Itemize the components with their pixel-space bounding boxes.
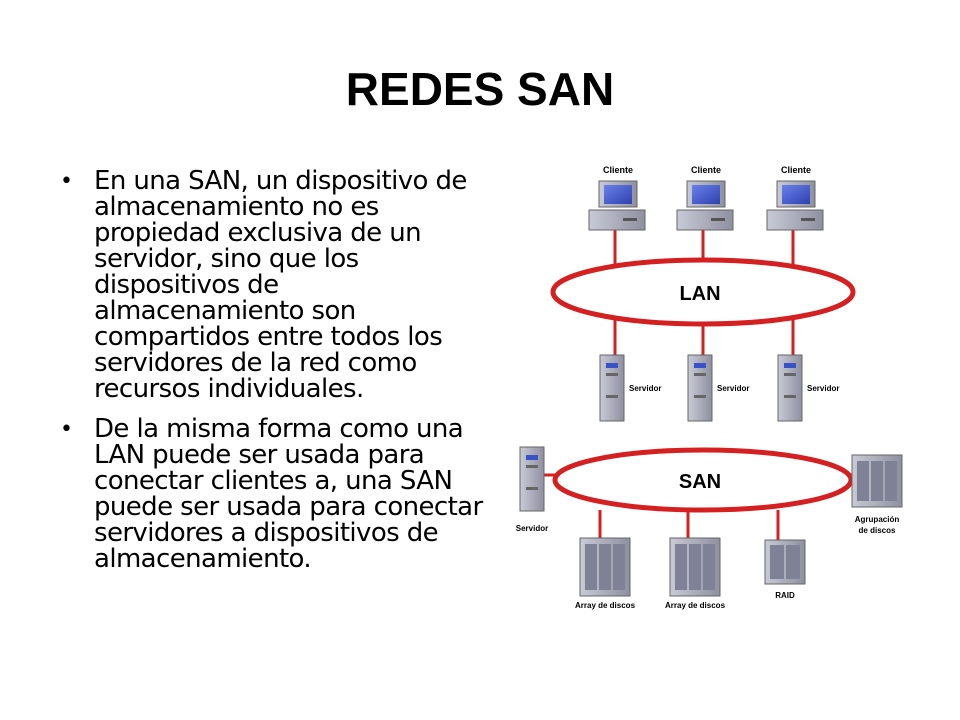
side-server-label: Servidor <box>516 524 548 533</box>
raid-cabinet: RAID <box>764 539 806 600</box>
san-label: SAN <box>679 471 721 493</box>
san-ring: SAN <box>552 447 854 513</box>
client-computer: Cliente <box>676 165 734 231</box>
server-label: Servidor <box>717 384 749 393</box>
bullet-icon: • <box>60 417 73 442</box>
disk-array-cabinet: Array de discos <box>665 537 726 610</box>
lan-label: LAN <box>679 283 720 305</box>
disk-array-label: Array de discos <box>575 601 636 610</box>
bullet-icon: • <box>60 169 73 194</box>
bullet-list: • En una SAN, un dispositivo de almacenam… <box>58 168 488 586</box>
client-label: Cliente <box>603 165 633 175</box>
server-tower: Servidor <box>687 354 749 422</box>
server-tower: Servidor <box>599 354 661 422</box>
client-computer: Cliente <box>766 165 824 231</box>
bullet-text: En una SAN, un dispositivo de almacenami… <box>94 166 467 404</box>
disk-group-label: Agrupación <box>855 515 900 524</box>
disk-group-cabinet: Agrupación de discos <box>851 454 903 535</box>
disk-array-label: Array de discos <box>665 601 726 610</box>
client-label: Cliente <box>691 165 721 175</box>
side-server-tower: Servidor <box>516 446 548 533</box>
disk-array-cabinet: Array de discos <box>575 537 636 610</box>
san-network-diagram: LAN SAN Cliente Cliente Cliente <box>516 165 903 610</box>
client-label: Cliente <box>781 165 811 175</box>
slide-title: REDES SAN <box>345 63 615 115</box>
bullet-item: • De la misma forma como una LAN puede se… <box>58 416 488 572</box>
bullet-text: De la misma forma como una LAN puede ser… <box>94 414 483 574</box>
lan-ring: LAN <box>550 257 856 327</box>
client-computer: Cliente <box>588 165 646 231</box>
bullet-item: • En una SAN, un dispositivo de almacenam… <box>58 168 488 402</box>
raid-label: RAID <box>775 591 795 600</box>
disk-group-label: de discos <box>859 526 896 535</box>
server-label: Servidor <box>807 384 839 393</box>
server-label: Servidor <box>629 384 661 393</box>
server-tower: Servidor <box>777 354 839 422</box>
